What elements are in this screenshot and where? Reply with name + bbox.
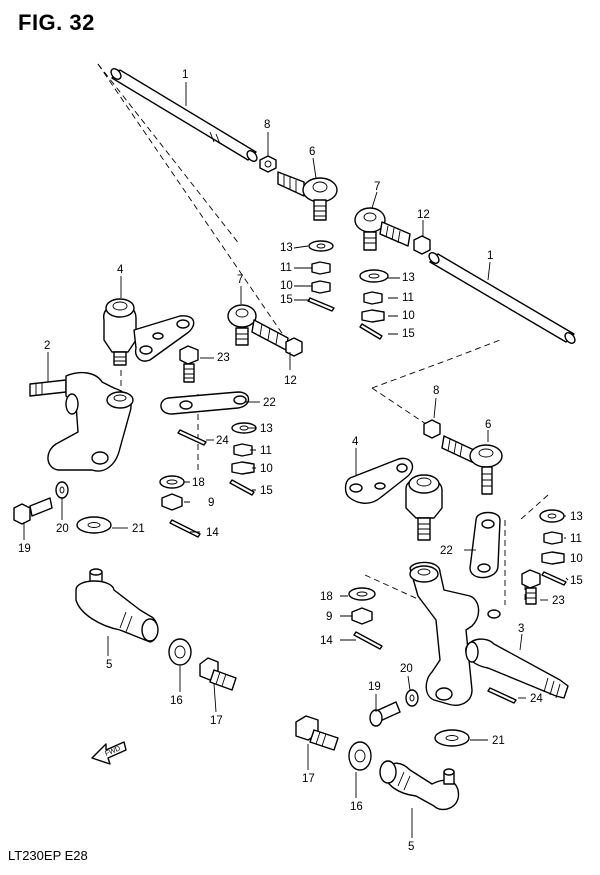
callout-10: 10 bbox=[570, 553, 583, 565]
hardware-stack-mid-left bbox=[229, 422, 257, 496]
lock-nut-8-lower bbox=[423, 419, 441, 439]
callout-17: 17 bbox=[302, 773, 315, 785]
figure-title: FIG. 32 bbox=[18, 10, 95, 35]
callout-13: 13 bbox=[570, 511, 583, 523]
callout-8: 8 bbox=[433, 385, 439, 397]
tie-rod-upper bbox=[110, 68, 258, 162]
tie-rod-end-6-upper bbox=[277, 171, 338, 221]
callout-22: 22 bbox=[440, 545, 453, 557]
bolt-19-right bbox=[369, 701, 401, 727]
callout-9: 9 bbox=[326, 611, 332, 623]
callout-11: 11 bbox=[402, 292, 414, 304]
washer-20-left bbox=[55, 481, 69, 499]
callout-16: 16 bbox=[350, 801, 363, 813]
callout-15: 15 bbox=[570, 575, 583, 587]
callout-7: 7 bbox=[237, 274, 243, 286]
ball-joint-5-left bbox=[75, 568, 159, 643]
callout-9: 9 bbox=[208, 497, 214, 509]
hardware-stack-lower-left bbox=[159, 475, 201, 538]
callout-leaders bbox=[23, 82, 569, 838]
steering-knuckle-2-left bbox=[29, 371, 134, 472]
callout-13: 13 bbox=[260, 423, 273, 435]
bolt-17-right bbox=[295, 715, 339, 751]
model-code: LT230EP E28 bbox=[8, 848, 88, 863]
callout-12: 12 bbox=[284, 375, 297, 387]
steering-arm-4-right bbox=[344, 457, 443, 541]
callout-18: 18 bbox=[192, 477, 205, 489]
callout-23: 23 bbox=[217, 352, 230, 364]
callout-13: 13 bbox=[402, 272, 415, 284]
callout-21: 21 bbox=[132, 523, 145, 535]
bolt-19-left bbox=[13, 497, 53, 525]
callout-8: 8 bbox=[264, 119, 270, 131]
washer-21-right bbox=[434, 729, 470, 747]
callout-5: 5 bbox=[106, 659, 112, 671]
callout-10: 10 bbox=[402, 310, 415, 322]
callout-4: 4 bbox=[117, 264, 124, 276]
callout-19: 19 bbox=[18, 543, 31, 555]
bolt-23-lower bbox=[521, 569, 541, 605]
tie-rod-end-6-lower bbox=[441, 435, 503, 495]
callout-20: 20 bbox=[400, 663, 413, 675]
callout-10: 10 bbox=[260, 463, 273, 475]
steering-knuckle-3-right bbox=[409, 561, 569, 706]
callout-16: 16 bbox=[170, 695, 183, 707]
callout-6: 6 bbox=[485, 419, 491, 431]
tie-rod-end-7-lower bbox=[227, 304, 289, 351]
lock-nut-12-lower bbox=[285, 337, 303, 357]
bolt-17-left bbox=[199, 657, 237, 691]
callout-15: 15 bbox=[280, 294, 293, 306]
callout-23: 23 bbox=[552, 595, 565, 607]
washer-21-left bbox=[76, 516, 112, 534]
collar-16-left bbox=[168, 638, 192, 666]
callout-1: 1 bbox=[487, 250, 493, 262]
tie-rod-end-7-upper bbox=[354, 207, 411, 251]
cotter-pin-24-upper bbox=[177, 429, 207, 446]
callout-7: 7 bbox=[374, 181, 380, 193]
callout-22: 22 bbox=[263, 397, 276, 409]
callout-12: 12 bbox=[417, 209, 430, 221]
callout-6: 6 bbox=[309, 146, 315, 158]
callout-11: 11 bbox=[260, 445, 272, 457]
callout-18: 18 bbox=[320, 591, 333, 603]
callout-2: 2 bbox=[44, 340, 50, 352]
callout-14: 14 bbox=[206, 527, 219, 539]
washer-20-right bbox=[405, 689, 419, 707]
callout-1: 1 bbox=[182, 69, 188, 81]
callout-labels: 1 8 6 7 12 1 13 11 10 15 13 11 10 15 4 7… bbox=[18, 69, 583, 853]
callout-3: 3 bbox=[518, 623, 524, 635]
bolt-23-upper bbox=[179, 345, 199, 383]
callout-14: 14 bbox=[320, 635, 333, 647]
steering-arm-4-left bbox=[103, 298, 195, 366]
collar-16-right bbox=[348, 741, 372, 771]
hardware-stack-center-right bbox=[348, 587, 383, 650]
callout-15: 15 bbox=[402, 328, 415, 340]
forward-direction-arrow: FWD bbox=[91, 741, 127, 765]
callout-24: 24 bbox=[216, 435, 229, 447]
callout-20: 20 bbox=[56, 523, 69, 535]
cotter-pin-24-lower bbox=[487, 687, 517, 704]
callout-11: 11 bbox=[280, 262, 292, 274]
callout-19: 19 bbox=[368, 681, 381, 693]
ball-joint-5-right bbox=[379, 760, 460, 811]
callout-15: 15 bbox=[260, 485, 273, 497]
callout-17: 17 bbox=[210, 715, 223, 727]
callout-4: 4 bbox=[352, 436, 359, 448]
callout-11: 11 bbox=[570, 533, 582, 545]
callout-21: 21 bbox=[492, 735, 505, 747]
lock-nut-12-upper bbox=[413, 235, 431, 255]
tie-rod-right bbox=[428, 252, 576, 344]
hardware-stack-right bbox=[539, 509, 567, 586]
callout-24: 24 bbox=[530, 693, 543, 705]
hardware-stack-upper-center bbox=[307, 240, 335, 312]
link-plate-22-upper bbox=[160, 391, 250, 415]
callout-10: 10 bbox=[280, 280, 293, 292]
hardware-stack-upper-right bbox=[359, 269, 389, 340]
callout-5: 5 bbox=[408, 841, 414, 853]
lock-nut-8-upper bbox=[259, 155, 277, 173]
link-plate-22-lower bbox=[469, 511, 501, 579]
callout-13: 13 bbox=[280, 242, 293, 254]
